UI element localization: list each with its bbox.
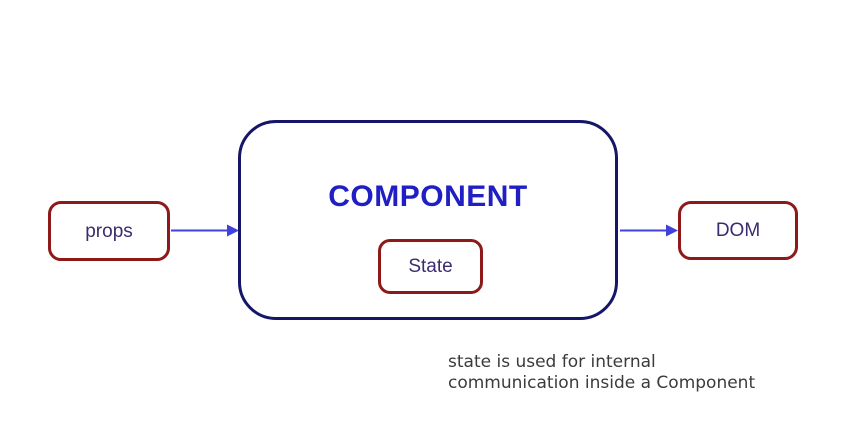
state-box: State: [378, 239, 483, 294]
caption-line-1: state is used for internal: [448, 352, 656, 372]
component-box: COMPONENT State: [238, 120, 618, 320]
dom-label: DOM: [715, 220, 761, 241]
component-title: COMPONENT: [328, 180, 528, 213]
state-label: State: [408, 256, 453, 277]
caption: state is used for internal communication…: [448, 352, 755, 394]
caption-line-2: communication inside a Component: [448, 373, 756, 393]
props-box: props: [48, 201, 170, 261]
arrow-props-to-component: [171, 224, 239, 237]
dom-box: DOM: [678, 201, 798, 260]
props-label: props: [85, 220, 133, 242]
arrow-component-to-dom: [620, 224, 678, 237]
